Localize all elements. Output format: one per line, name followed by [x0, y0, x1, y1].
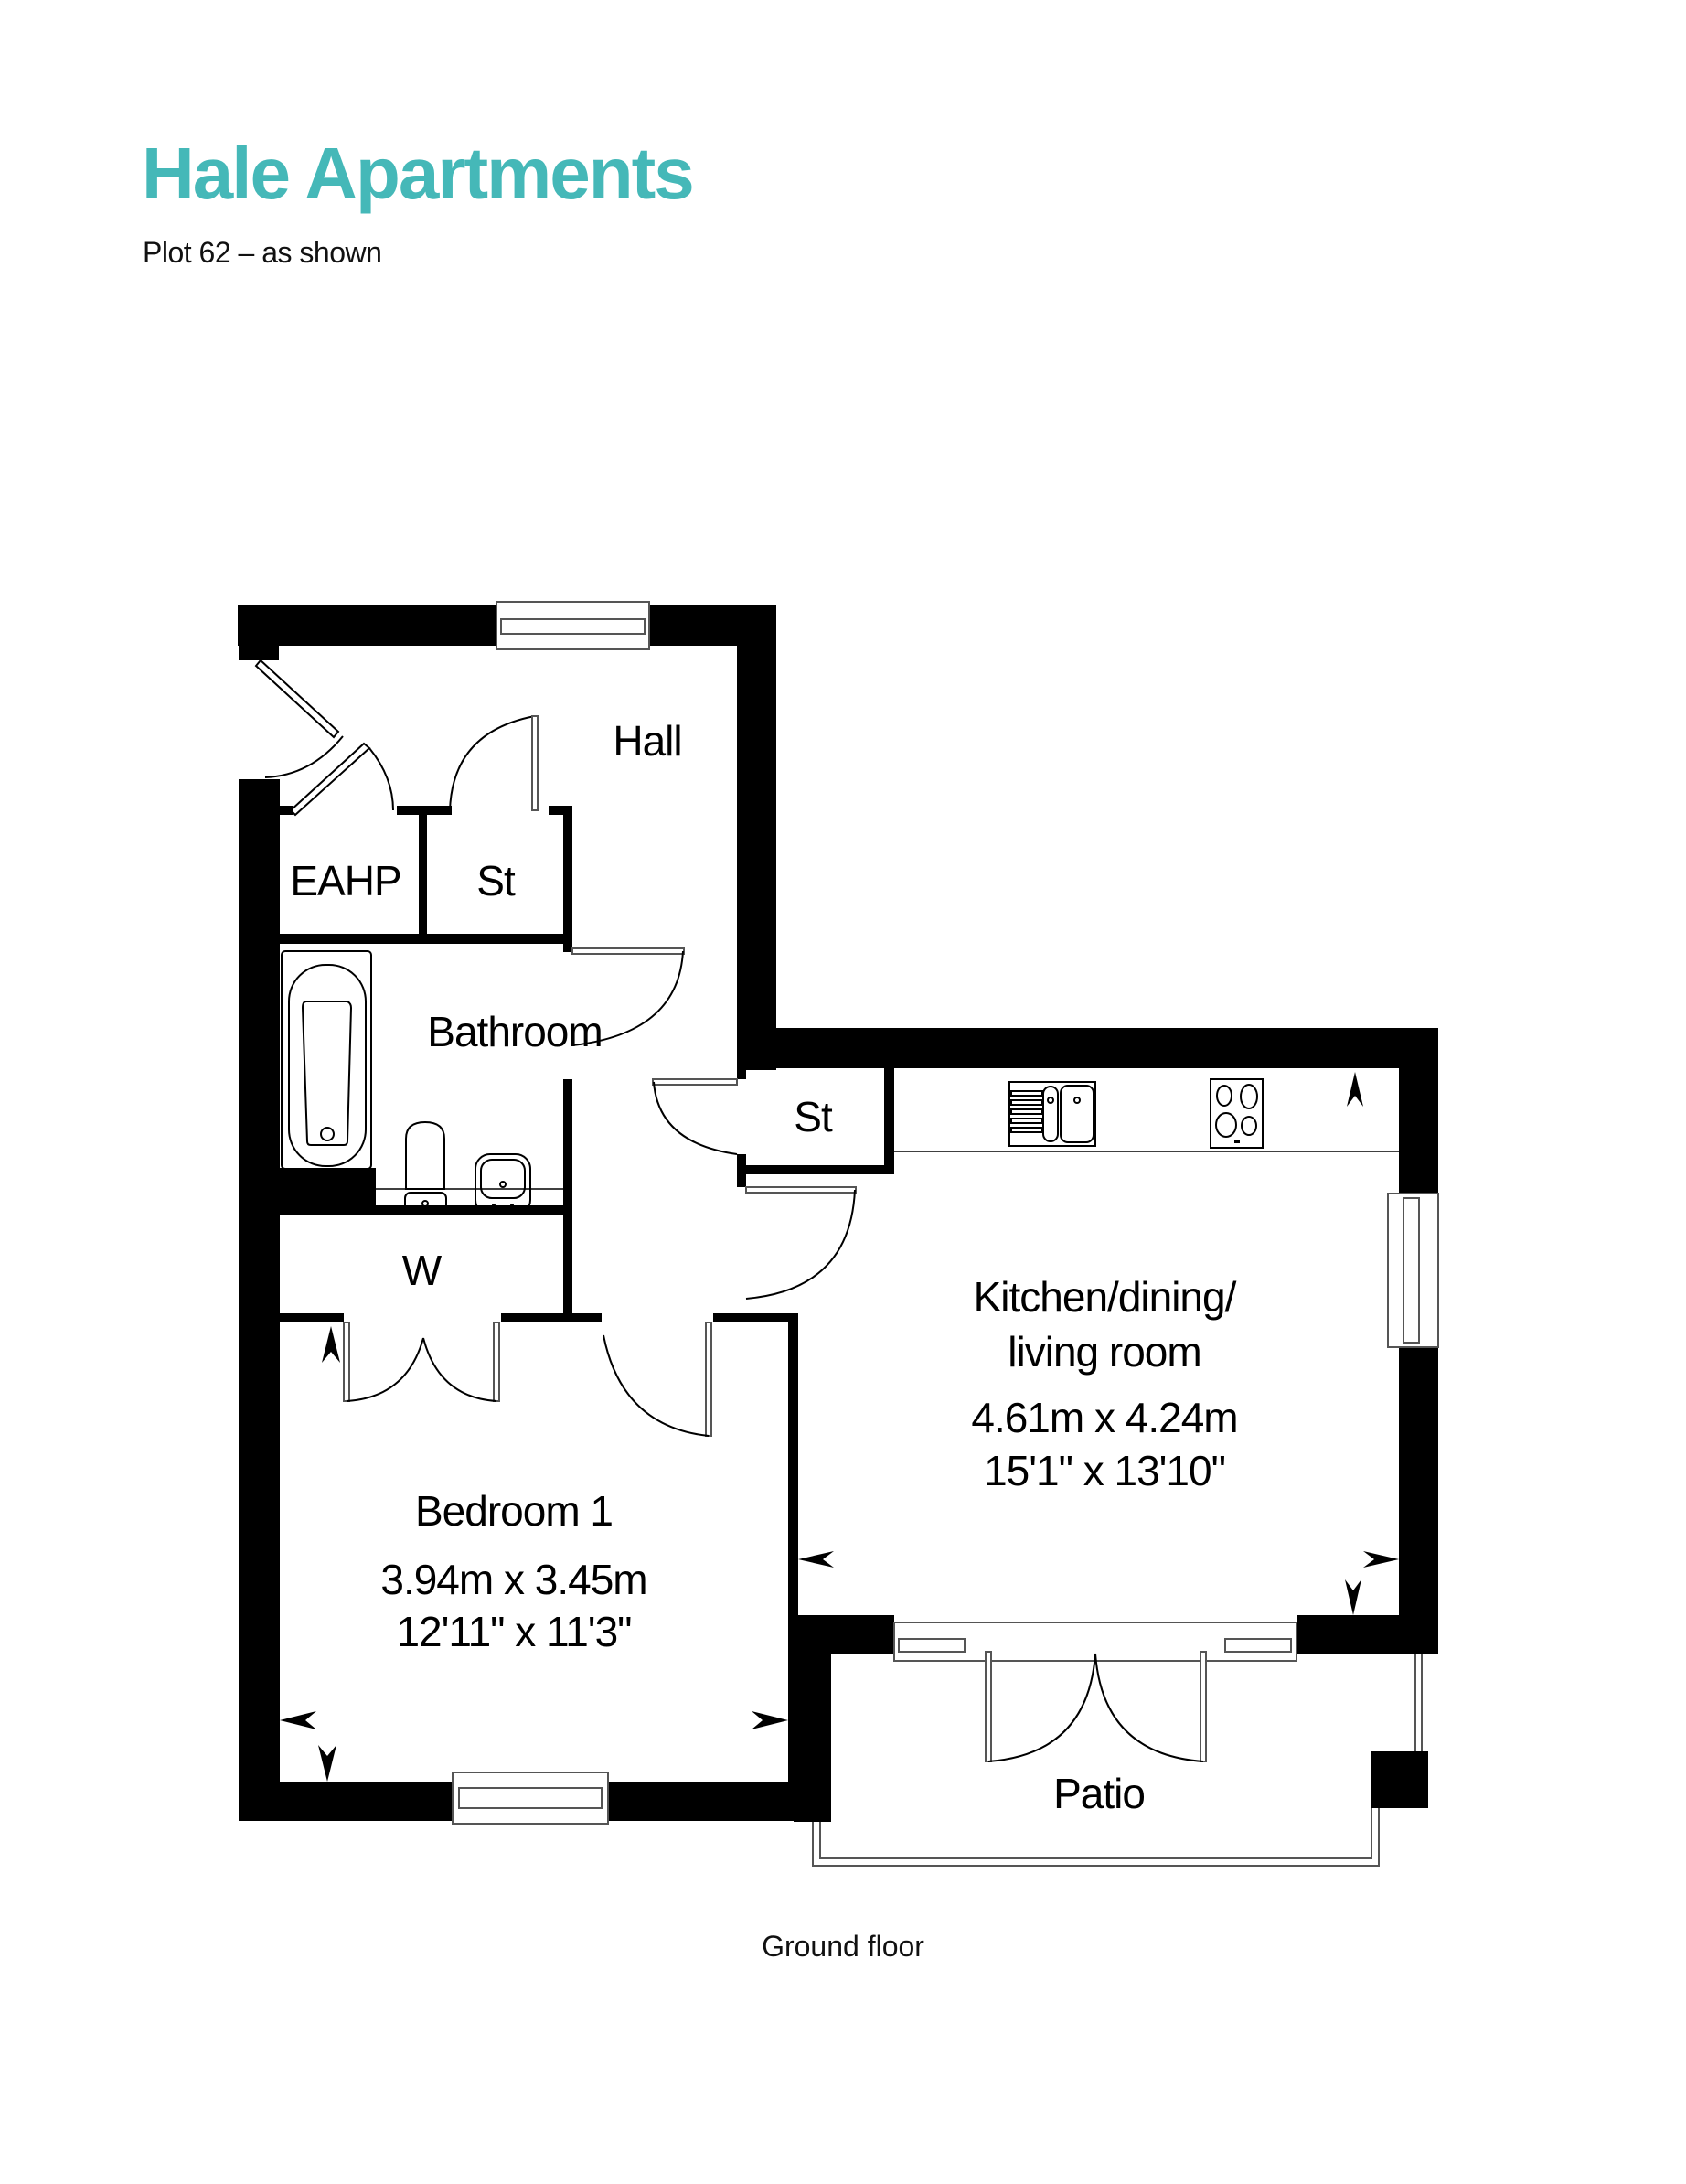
window-hall — [496, 601, 650, 650]
page-title: Hale Apartments — [142, 133, 695, 214]
basin-icon — [475, 1153, 531, 1215]
window-bedroom — [452, 1772, 609, 1825]
front-door — [254, 658, 394, 817]
patio-border — [812, 1654, 1423, 1867]
room-label-store-hall: St — [476, 857, 516, 905]
room-label-hall: Hall — [613, 717, 681, 765]
room-label-bathroom: Bathroom — [427, 1008, 602, 1055]
dimension-arrows — [280, 1072, 1399, 1782]
room-label-store-kitchen: St — [794, 1093, 833, 1140]
room-label-kitchen: Kitchen/dining/ — [974, 1273, 1237, 1321]
room-label-wardrobe: W — [402, 1247, 443, 1294]
door-bedroom — [603, 1322, 712, 1437]
room-dimensions-kitchen-metric: 4.61m x 4.24m — [971, 1394, 1237, 1441]
plot-subtitle: Plot 62 – as shown — [143, 236, 382, 269]
door-store-kitchen — [652, 1078, 738, 1155]
interior-walls — [280, 806, 894, 1326]
door-wardrobe — [343, 1322, 500, 1402]
room-label-eahp: EAHP — [290, 857, 400, 905]
window-kitchen-side — [1387, 1193, 1439, 1348]
room-label-patio: Patio — [1053, 1770, 1145, 1817]
hob-icon — [1210, 1078, 1264, 1149]
floor-label: Ground floor — [762, 1930, 924, 1963]
room-dimensions-kitchen-imperial: 15'1" x 13'10" — [984, 1447, 1225, 1494]
room-label-bedroom: Bedroom 1 — [415, 1487, 613, 1535]
door-kitchen — [745, 1186, 857, 1300]
room-dimensions-bedroom-metric: 3.94m x 3.45m — [380, 1556, 646, 1603]
toilet-icon — [404, 1120, 447, 1215]
door-bathroom — [571, 947, 685, 1046]
door-patio — [985, 1651, 1207, 1762]
exterior-walls — [238, 605, 1438, 1822]
bath-icon — [281, 950, 372, 1170]
room-dimensions-bedroom-imperial: 12'11" x 11'3" — [396, 1608, 631, 1655]
door-store-hall — [449, 715, 539, 811]
room-label-kitchen-line2: living room — [1008, 1328, 1200, 1376]
sink-icon — [1008, 1081, 1096, 1147]
